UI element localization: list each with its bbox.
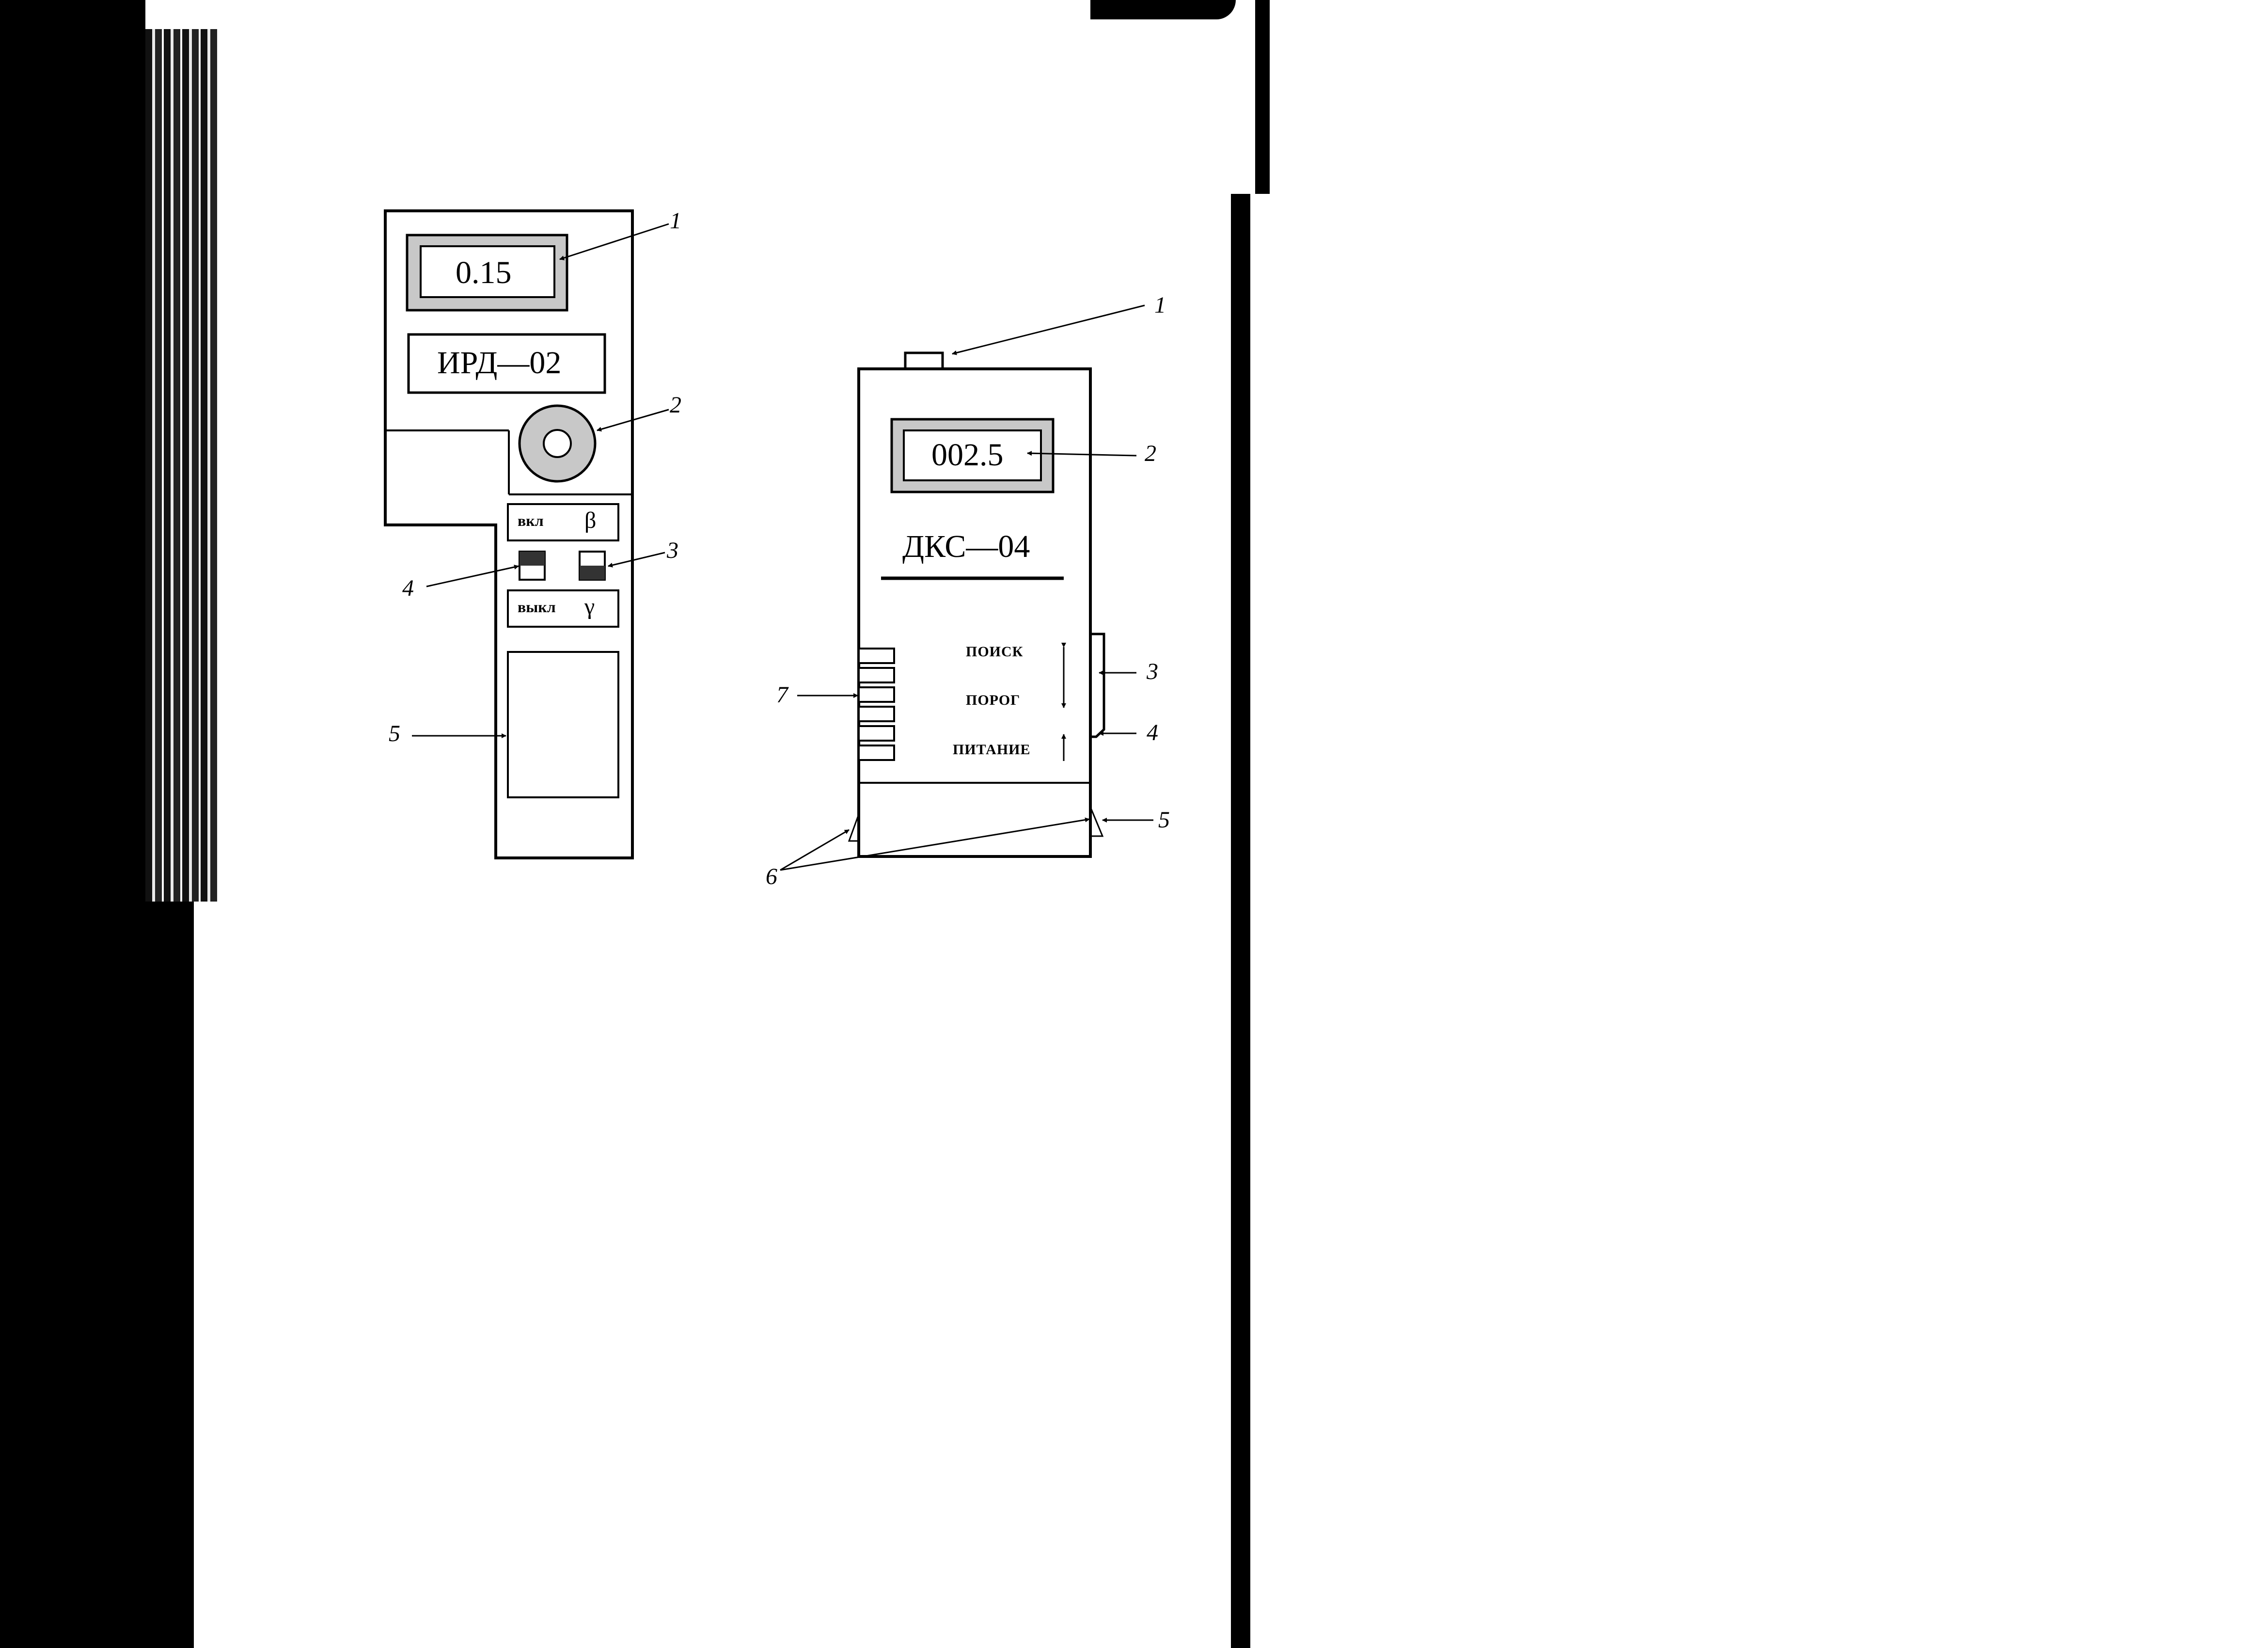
dks-vent-slots: [858, 648, 895, 761]
ird-callout-2-arrow: [597, 409, 669, 432]
ird-display-value: 0.15: [456, 255, 512, 290]
scan-edge-top: [1090, 0, 1236, 19]
dks-model-name: ДКС—04: [902, 529, 1030, 564]
ird-window: [507, 651, 619, 798]
ird-body-outline: [384, 209, 634, 859]
ird-callout-3-arrow: [608, 552, 665, 568]
dks-foot-right: [1089, 807, 1104, 837]
scan-edge-right: [1231, 194, 1250, 1648]
ird-on-label-box: [507, 503, 619, 541]
dks-menu-power: ПИТАНИЕ: [953, 742, 1031, 758]
dks-callout-2-arrow: [1027, 451, 1137, 457]
dks-foot-left: [848, 814, 860, 842]
dks-callout-4: 4: [1147, 720, 1158, 745]
dks-display-value: 002.5: [931, 437, 1004, 473]
dks-menu-search: ПОИСК: [966, 644, 1024, 660]
scan-edge-left: [0, 0, 145, 1648]
dks-menu-threshold: ПОРОГ: [966, 692, 1021, 708]
dks-callout-1-arrow: [952, 304, 1145, 355]
ird-callout-2: 2: [670, 392, 681, 418]
dks-callout-7: 7: [776, 682, 788, 708]
dks-top-button[interactable]: [904, 351, 944, 370]
ird-off-label: выкл: [518, 598, 556, 616]
ird-off-label-box: [507, 589, 619, 628]
dks-callout-6-arrow-b: [780, 817, 1090, 871]
ird-gamma-symbol: γ: [584, 594, 595, 619]
ird-02-device: [384, 209, 669, 859]
dks-callout-1: 1: [1154, 292, 1166, 318]
dks-display-screen: [903, 429, 1042, 481]
ird-display-screen: [420, 245, 555, 298]
dks-callout-2: 2: [1145, 441, 1156, 466]
dks-side-bump: [1090, 633, 1105, 738]
blank-page-area: [1270, 0, 2268, 1648]
scan-edge-left-lower: [145, 902, 194, 1648]
dks-callout-3: 3: [1147, 659, 1158, 684]
scan-binding-strip: [145, 29, 218, 902]
ird-on-label: вкл: [518, 512, 544, 529]
ird-mode-switch-knob: [580, 566, 605, 580]
dks-04-device: [780, 304, 1153, 871]
ird-callout-1: 1: [670, 208, 681, 234]
ird-callout-4: 4: [402, 575, 414, 601]
ird-callout-3: 3: [667, 538, 678, 563]
ird-power-switch-knob: [520, 552, 545, 566]
dks-callout-5: 5: [1158, 807, 1170, 833]
dks-callout-6-arrow-a: [780, 829, 850, 871]
ird-callout-1-arrow: [559, 223, 669, 260]
ird-beta-symbol: β: [584, 507, 597, 533]
ird-callout-4-arrow: [426, 565, 519, 587]
ird-callout-5: 5: [389, 721, 400, 746]
ird-detector-inner: [543, 429, 572, 458]
ird-model-box: [407, 333, 606, 394]
dks-callout-6: 6: [766, 864, 777, 889]
ird-model-name: ИРД—02: [437, 345, 562, 380]
scan-edge-right-top: [1255, 0, 1270, 194]
